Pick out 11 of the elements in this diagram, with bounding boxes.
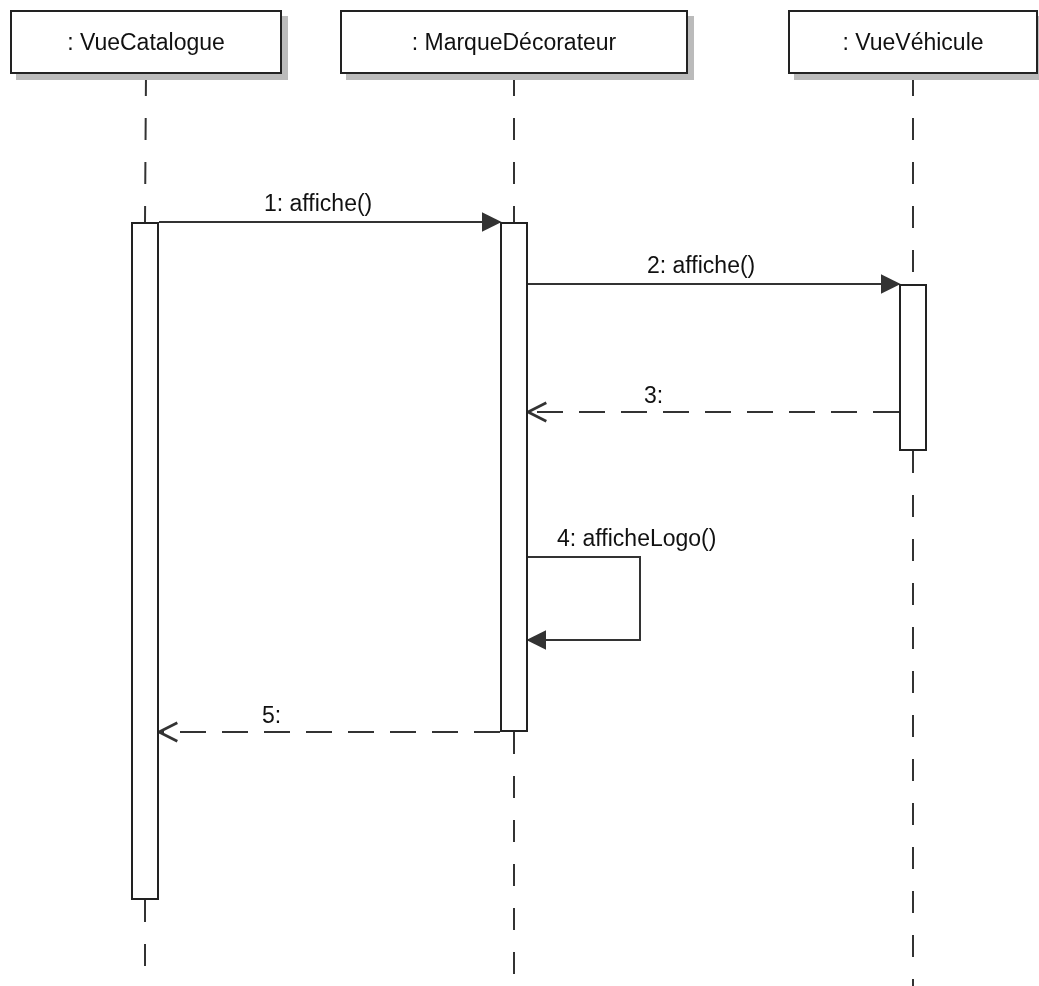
self-message-arrow bbox=[526, 556, 641, 650]
message-arrow bbox=[158, 212, 502, 232]
object-name: : VueVéhicule bbox=[842, 28, 984, 56]
message-arrow bbox=[527, 274, 901, 294]
object-name: : MarqueDécorateur bbox=[411, 28, 617, 56]
activation-bar bbox=[899, 284, 927, 451]
activation-bar bbox=[500, 222, 528, 732]
activation-bar bbox=[131, 222, 159, 900]
object-name: : VueCatalogue bbox=[67, 28, 225, 56]
return-message-arrow bbox=[157, 721, 501, 743]
return-message-arrow bbox=[526, 401, 900, 423]
